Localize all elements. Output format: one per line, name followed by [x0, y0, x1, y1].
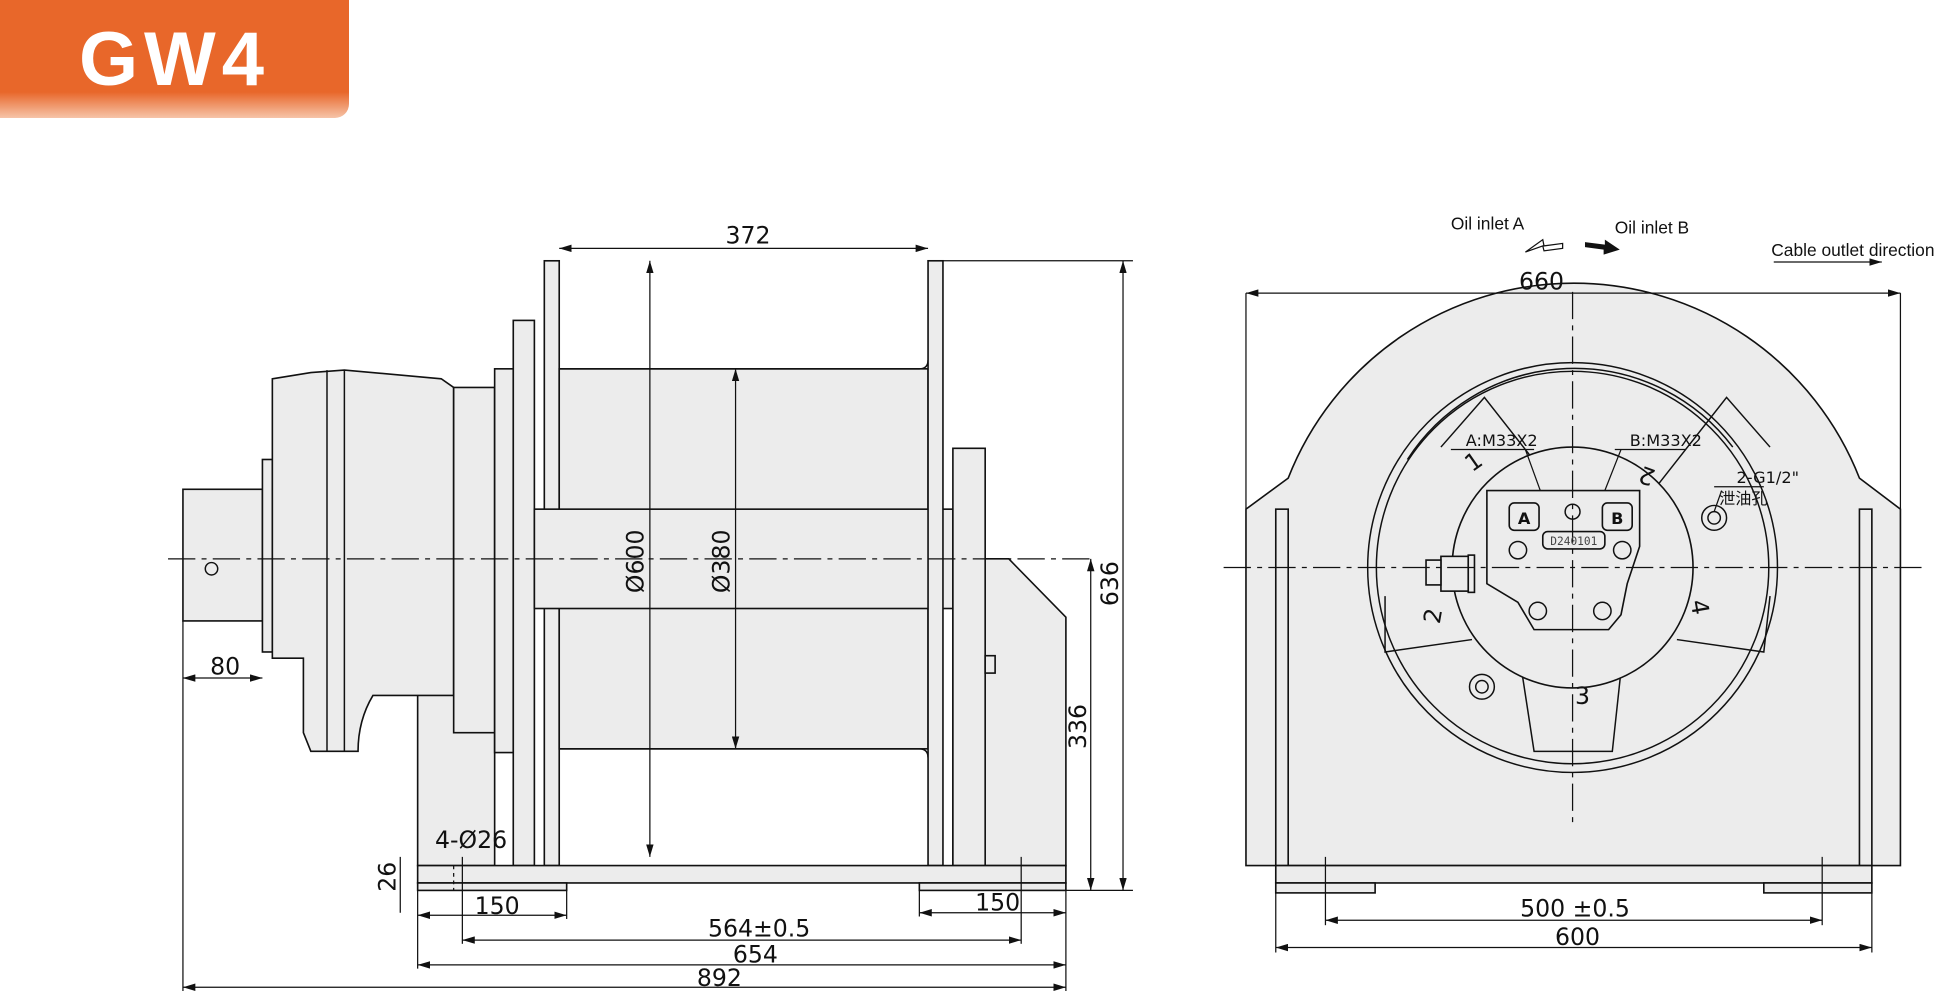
dim-center-height: 336	[1064, 704, 1092, 749]
valve-code: D240101	[1550, 535, 1597, 548]
model-label: GW4	[78, 16, 271, 102]
dim-front-width: 660	[1519, 267, 1564, 295]
dim-front-hole-spacing: 500 ±0.5	[1520, 894, 1630, 922]
model-badge: GW4	[0, 0, 349, 118]
drain-cn-label: 泄油孔	[1719, 489, 1767, 508]
drain-label: 2-G1/2"	[1736, 468, 1799, 487]
dim-foot-left: 150	[475, 892, 520, 920]
segment-3: 3	[1575, 682, 1590, 710]
dim-overall-length: 892	[697, 964, 742, 991]
dim-drum-width: 372	[725, 221, 770, 249]
segment-2: 2	[1418, 606, 1448, 626]
front-view: A:M33X2 B:M33X2 2-G1/2" 泄油孔 A B D240101 …	[1223, 214, 1935, 953]
oil-inlet-a-label: Oil inlet A	[1451, 214, 1525, 234]
oil-inlet-b-label: Oil inlet B	[1615, 217, 1689, 237]
dim-base-length: 654	[733, 940, 778, 968]
side-view: 372 Ø600 Ø380 636 336 80 26 4-Ø26 150 15…	[168, 221, 1133, 991]
arrow-right-icon	[1584, 239, 1620, 255]
dim-foot-right: 150	[975, 888, 1020, 916]
port-b-mark: B	[1611, 509, 1623, 528]
cable-outlet-label: Cable outlet direction	[1771, 240, 1934, 260]
dim-hole-spacing: 564±0.5	[708, 914, 810, 942]
dim-front-base-width: 600	[1555, 923, 1600, 951]
dim-barrel-dia: Ø380	[707, 530, 735, 594]
dim-base-thickness: 26	[373, 862, 401, 892]
port-a-mark: A	[1518, 509, 1531, 528]
dim-mount-holes: 4-Ø26	[435, 826, 507, 854]
segment-4: 4	[1685, 597, 1715, 617]
dim-flange-dia: Ø600	[622, 530, 650, 594]
dim-shaft-length: 80	[210, 652, 240, 680]
port-a-label: A:M33X2	[1466, 431, 1538, 450]
port-b-label: B:M33X2	[1630, 431, 1702, 450]
arrow-left-icon	[1525, 238, 1564, 253]
dim-overall-height: 636	[1096, 561, 1124, 606]
